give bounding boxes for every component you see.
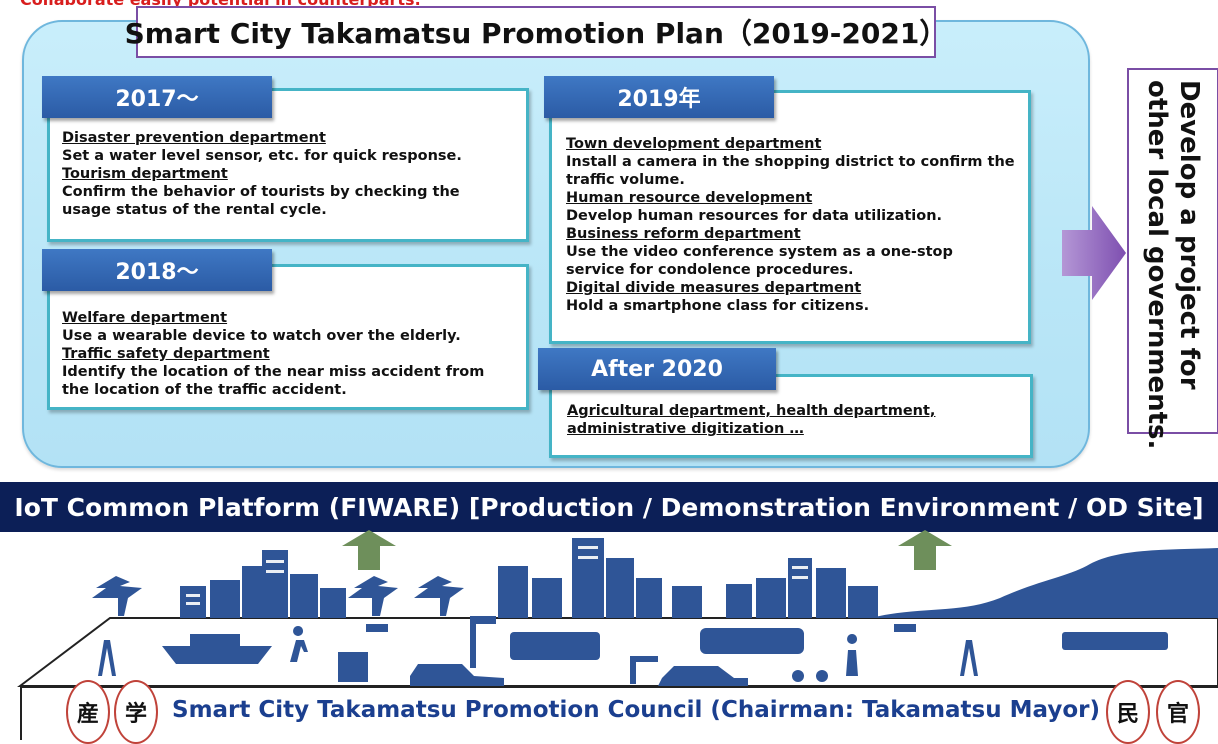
dept-description: Confirm the behavior of tourists by chec… <box>62 184 460 218</box>
side-callout-line: Develop a project for <box>1174 80 1204 390</box>
badge-academia: 学 <box>114 680 158 744</box>
plan-title: Smart City Takamatsu Promotion Plan（2019… <box>125 6 947 58</box>
elderly-person-icon <box>290 626 308 662</box>
council-label: Smart City Takamatsu Promotion Council (… <box>172 697 1100 723</box>
side-callout-line: other local governments. <box>1142 80 1172 450</box>
arrow-up-icon <box>342 530 396 570</box>
phase-tag-2018: 2018～ <box>42 249 272 291</box>
dept-description: Set a water level sensor, etc. for quick… <box>62 148 462 164</box>
phase-tag-2017: 2017～ <box>42 76 272 118</box>
dept-description: Identify the location of the near miss a… <box>62 364 485 398</box>
dept-description: Use the video conference system as a one… <box>566 244 953 278</box>
pine-tree-icon <box>92 576 142 616</box>
building-icon <box>726 584 752 618</box>
truck-icon <box>510 632 600 660</box>
arrow-right-icon <box>1062 206 1126 300</box>
badge-government: 官 <box>1156 680 1200 744</box>
dept-label: Disaster prevention department <box>62 130 326 146</box>
bicycle-icon <box>792 670 804 682</box>
car-icon <box>410 664 504 686</box>
cell-tower-icon <box>960 640 978 676</box>
dept-label: Welfare department <box>62 310 228 326</box>
traffic-signal-icon <box>470 616 496 668</box>
building-icon <box>636 578 662 618</box>
kiosk-icon <box>338 652 368 682</box>
building-icon <box>210 580 240 618</box>
pine-tree-icon <box>414 576 464 616</box>
cropped-header-text: Collaborate easily potential in counterp… <box>20 0 421 9</box>
dept-label: Business reform department <box>566 226 801 242</box>
surveillance-camera-icon <box>894 624 916 632</box>
phase-tag-after-2020: After 2020 <box>538 348 776 390</box>
building-icon <box>848 586 878 618</box>
dept-description: Develop human resources for data utiliza… <box>566 208 943 224</box>
building-icon <box>672 586 702 618</box>
dept-description: Hold a smartphone class for citizens. <box>566 298 870 314</box>
phase-text-after-2020: Agricultural department, health departme… <box>567 402 947 438</box>
building-icon <box>290 574 318 618</box>
mountain-icon <box>870 548 1218 618</box>
badge-industry: 産 <box>66 680 110 744</box>
dept-label: Town development department <box>566 136 822 152</box>
person-icon <box>846 634 858 676</box>
council-bar <box>20 686 1218 740</box>
side-callout: Develop a project for other local govern… <box>1127 68 1218 449</box>
dept-label: Agricultural department, health departme… <box>567 403 936 437</box>
dept-label: Human resource development <box>566 190 813 206</box>
building-icon <box>532 578 562 618</box>
dept-label: Traffic safety department <box>62 346 270 362</box>
building-icon <box>606 558 634 618</box>
dept-description: Install a camera in the shopping distric… <box>566 154 1015 188</box>
surveillance-camera-icon <box>366 624 388 632</box>
side-callout-text: Develop a project for other local govern… <box>1129 70 1217 459</box>
building-icon <box>498 566 528 618</box>
building-icon <box>320 588 346 618</box>
bus-icon <box>700 628 804 654</box>
city-illustration <box>17 538 1218 687</box>
building-icon <box>756 578 786 618</box>
badge-citizens: 民 <box>1106 680 1150 744</box>
pine-tree-icon <box>348 576 398 616</box>
phase-box-2019 <box>549 90 1031 344</box>
skyline-1 <box>92 538 878 618</box>
dept-description: Use a wearable device to watch over the … <box>62 328 461 344</box>
cell-tower-icon <box>98 640 116 676</box>
dept-label: Digital divide measures department <box>566 280 862 296</box>
platform-bar: IoT Common Platform (FIWARE) [Production… <box>0 482 1218 532</box>
phase-text-2018: Welfare department Use a wearable device… <box>62 309 512 399</box>
phase-text-2019: Town development department Install a ca… <box>566 135 1016 315</box>
traffic-signal-icon <box>630 656 658 684</box>
building-icon <box>816 568 846 618</box>
phase-text-2017: Disaster prevention department Set a wat… <box>62 129 512 219</box>
phase-tag-2019: 2019年 <box>544 76 774 118</box>
arrow-up-icon <box>898 530 952 570</box>
building-icon <box>242 566 264 618</box>
dept-label: Tourism department <box>62 166 228 182</box>
train-icon <box>1062 632 1168 650</box>
ship-icon <box>162 634 272 664</box>
building-icon <box>572 538 604 618</box>
car-icon <box>658 666 748 686</box>
